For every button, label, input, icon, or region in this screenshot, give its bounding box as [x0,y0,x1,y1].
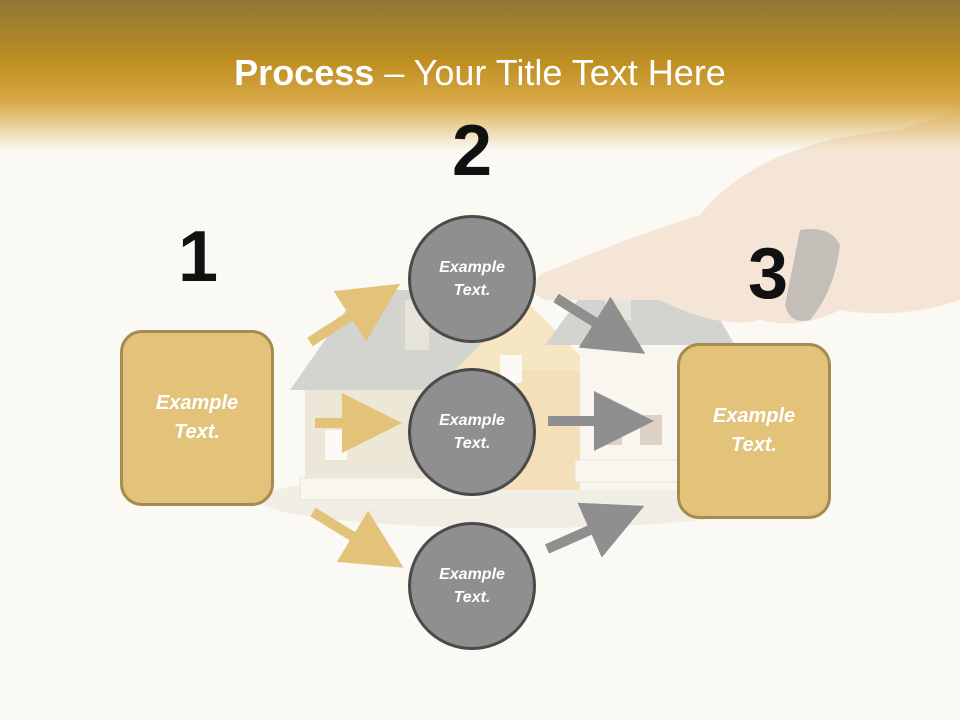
step-number-3: 3 [747,234,789,314]
step-number-1: 1 [177,217,219,297]
circle-middle-text: Example Text. [439,412,505,452]
circle-top-text: Example Text. [439,259,505,299]
arrow-down-right-gray [553,293,646,354]
step-3-box-text: Example Text. [712,405,796,456]
step-2-circle-top: Example Text. [408,215,536,343]
step-3-box: Example Text. [677,343,831,519]
step-number-2: 2 [451,111,493,191]
title-rest-part: – Your Title Text Here [374,52,726,93]
title-bold-part: Process [234,52,375,93]
step-2-circle-middle: Example Text. [408,368,536,496]
circle-bottom-text: Example Text. [439,566,505,606]
slide-title: Process – Your Title Text Here [0,52,960,94]
header-band [0,0,960,150]
arrow-up-right-gray [544,502,645,558]
arrow-down-right-gold [310,507,404,568]
step-2-circle-bottom: Example Text. [408,522,536,650]
step-1-box-text: Example Text. [155,392,239,443]
step-1-box: Example Text. [120,330,274,506]
arrow-up-right-gold [307,283,401,347]
